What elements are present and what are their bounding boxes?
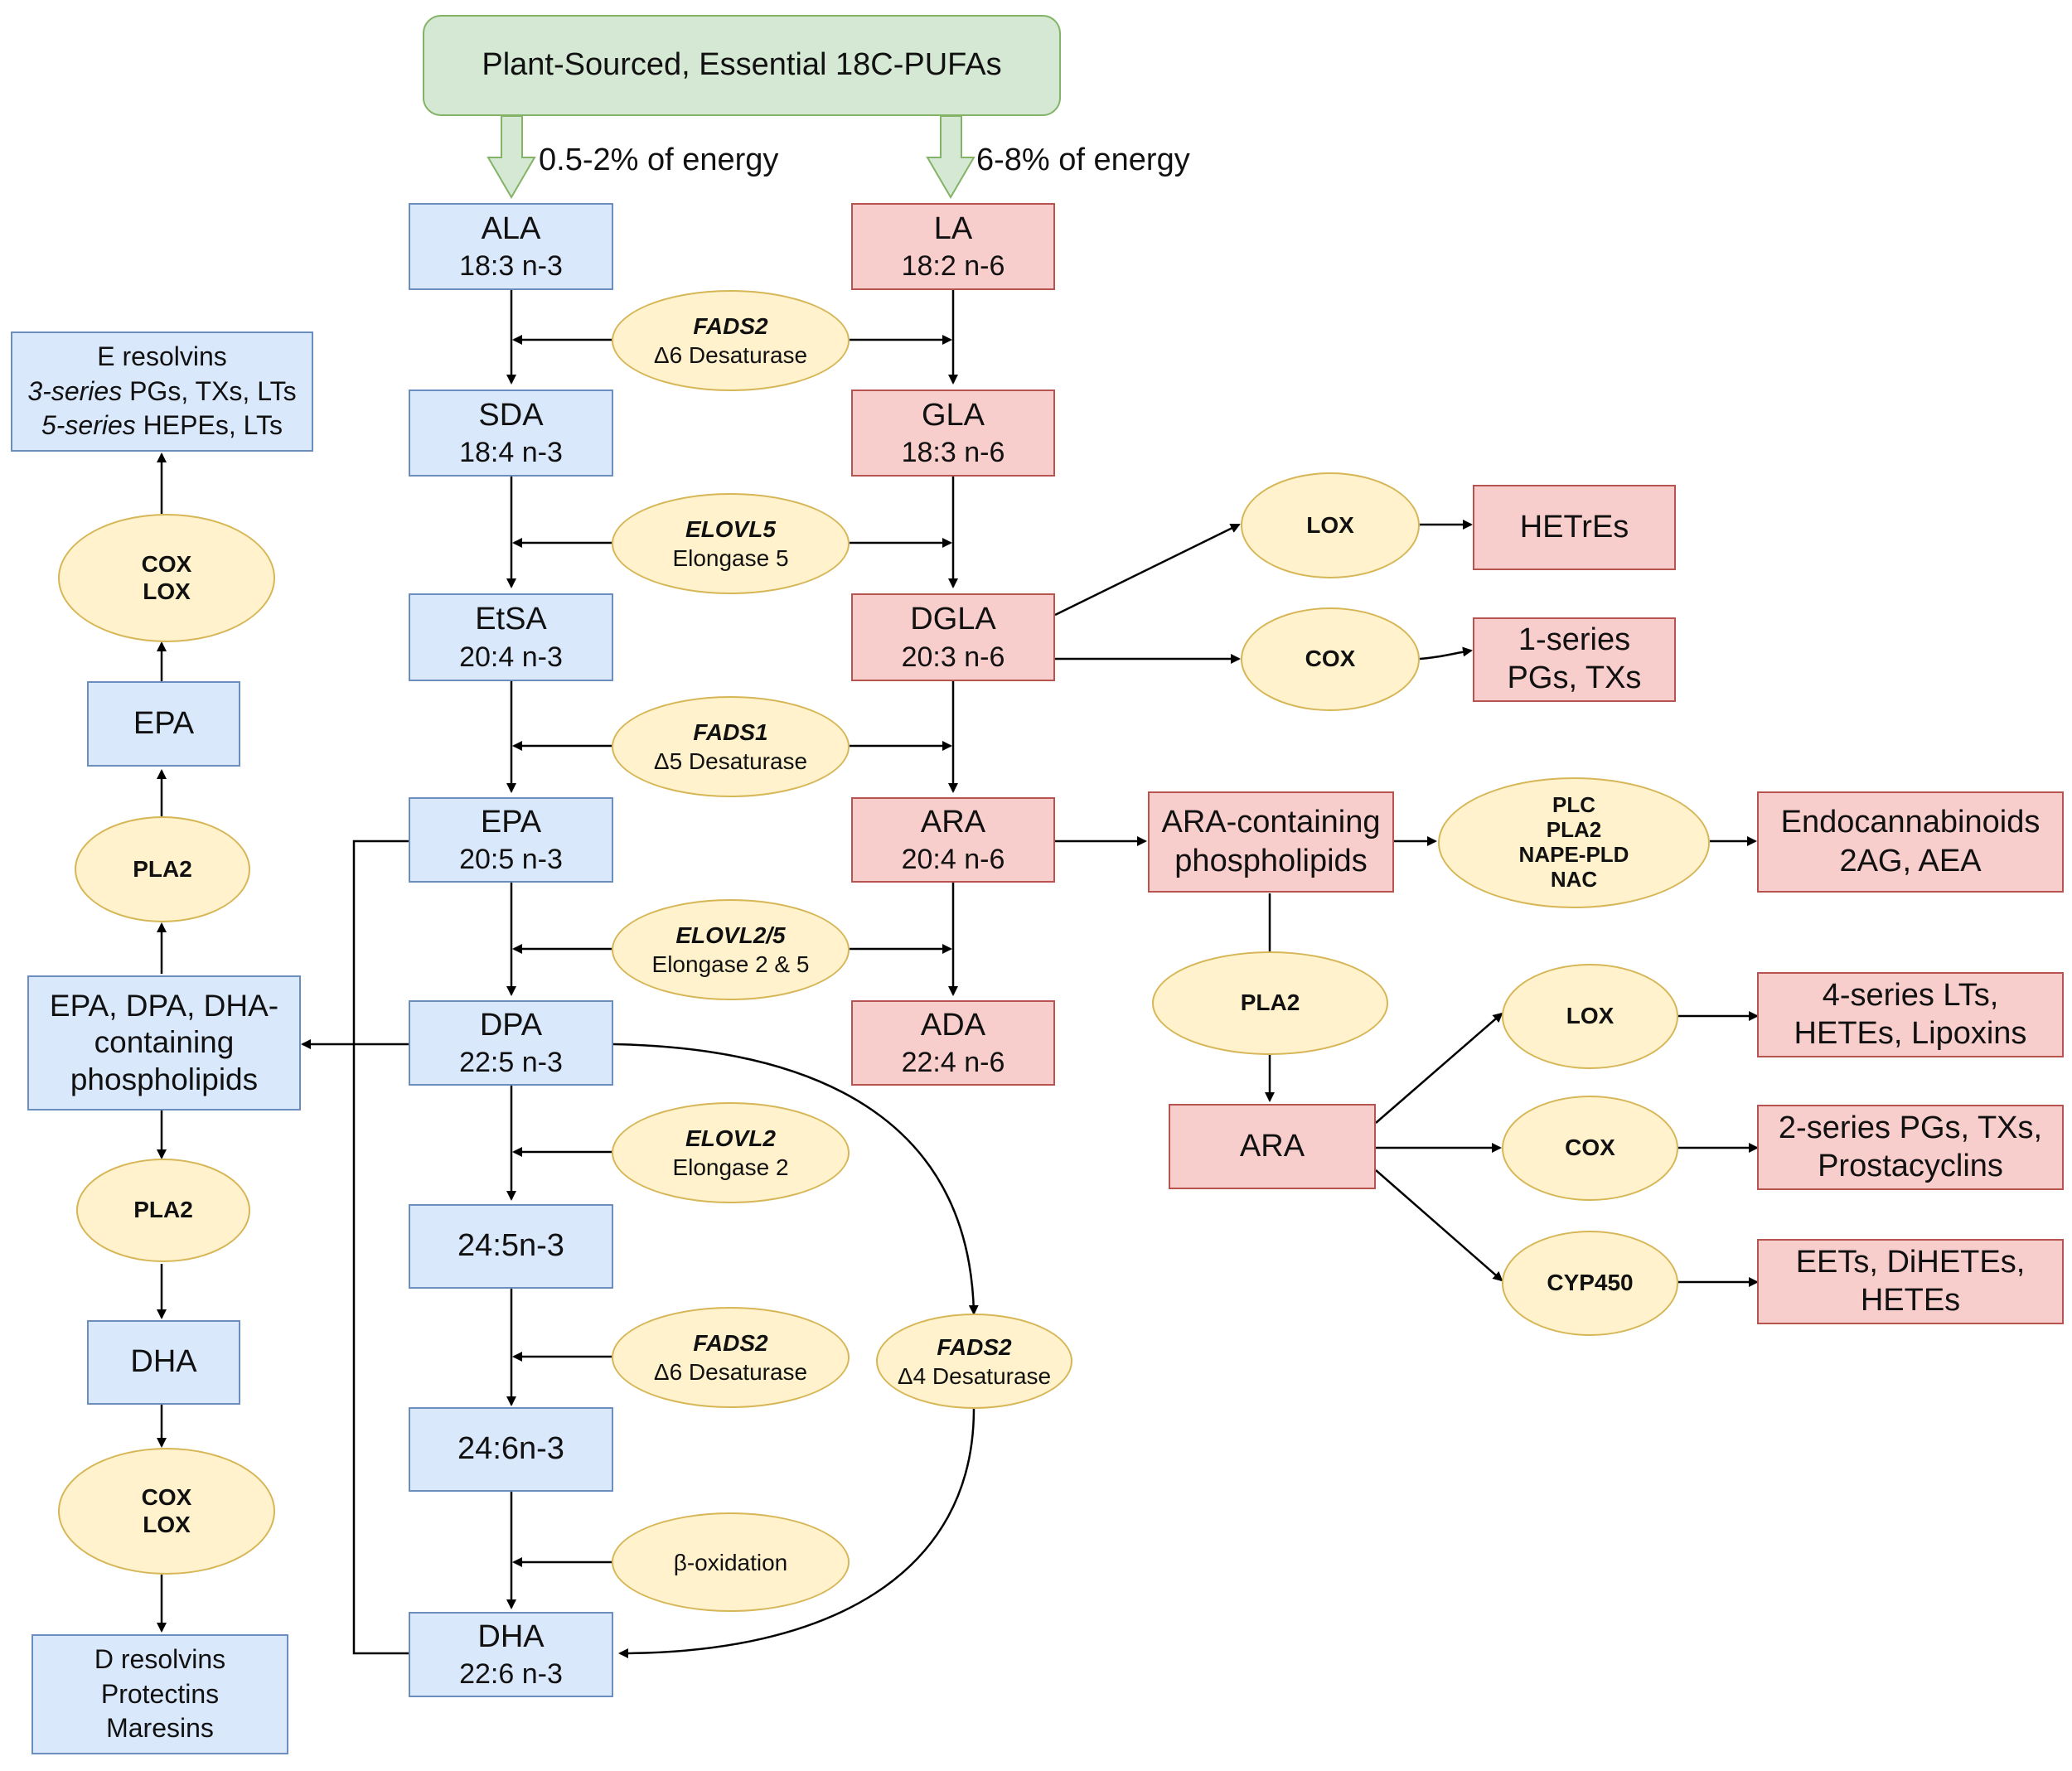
node-left-dha: DHA xyxy=(87,1320,240,1405)
node-n3-phospholipids: EPA, DPA, DHA- containing phospholipids xyxy=(27,975,301,1111)
enzyme-cyp450: CYP450 xyxy=(1502,1231,1678,1336)
node-4-series-lts: 4-series LTs, HETEs, Lipoxins xyxy=(1757,972,2064,1057)
enzyme-endocannabinoid-set: PLC PLA2 NAPE-PLD NAC xyxy=(1438,777,1710,908)
enzyme-pla2-top: PLA2 xyxy=(75,816,250,922)
enzyme-lox-dgla: LOX xyxy=(1241,472,1420,578)
arrow-dgla-lox xyxy=(1054,523,1241,617)
node-24-6n3: 24:6n-3 xyxy=(409,1407,613,1492)
node-hetres: HETrEs xyxy=(1473,485,1676,570)
line-epa-dha-join xyxy=(352,840,409,1655)
enzyme-beta-oxidation: β-oxidation xyxy=(612,1512,850,1612)
energy-arrow-right xyxy=(926,115,975,199)
enzyme-cox-dgla: COX xyxy=(1241,607,1420,711)
enzyme-pla2-ara: PLA2 xyxy=(1152,951,1388,1055)
node-24-5n3: 24:5n-3 xyxy=(409,1204,613,1289)
node-1-series: 1-series PGs, TXs xyxy=(1473,617,1676,702)
node-eets: EETs, DiHETEs, HETEs xyxy=(1757,1239,2064,1324)
enzyme-pla2-bottom: PLA2 xyxy=(76,1159,250,1262)
enzyme-lox-ara: LOX xyxy=(1502,964,1678,1069)
node-left-epa: EPA xyxy=(87,681,240,767)
node-2-series-pgs: 2-series PGs, TXs, Prostacyclins xyxy=(1757,1105,2064,1190)
left-energy-label: 0.5-2% of energy xyxy=(539,143,779,177)
node-d-resolvins: D resolvins Protectins Maresins xyxy=(31,1634,288,1754)
arrow-fads2d4-dha xyxy=(618,1408,975,1658)
node-free-ara: ARA xyxy=(1169,1104,1376,1189)
arrow-dpa-fads2d4 xyxy=(612,1043,979,1315)
node-e-resolvins: E resolvins 3-series PGs, TXs, LTs 5-ser… xyxy=(11,331,313,452)
node-ara-phospholipids: ARA-containing phospholipids xyxy=(1148,791,1394,893)
energy-arrow-left xyxy=(487,115,536,199)
enzyme-cox-ara: COX xyxy=(1502,1096,1678,1201)
node-endocannabinoids: Endocannabinoids 2AG, AEA xyxy=(1757,791,2064,893)
plant-pufa-header: Plant-Sourced, Essential 18C-PUFAs xyxy=(423,15,1061,116)
right-energy-label: 6-8% of energy xyxy=(976,143,1190,177)
header-title: Plant-Sourced, Essential 18C-PUFAs xyxy=(482,47,1002,83)
